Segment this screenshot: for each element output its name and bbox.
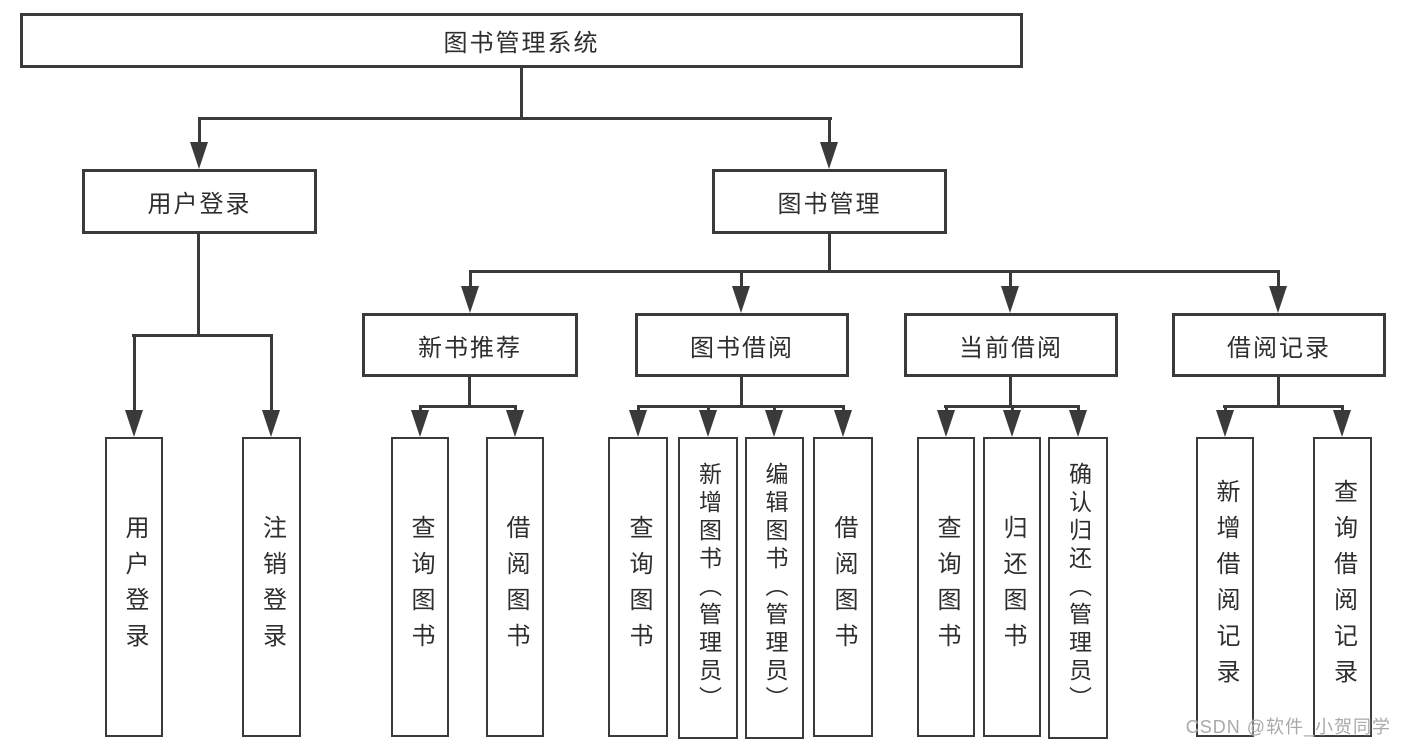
- arrowhead-down-icon: [732, 286, 750, 313]
- arrowhead-down-icon: [125, 410, 143, 437]
- connector-line: [740, 377, 743, 407]
- node-label: 图书管理: [777, 191, 882, 218]
- arrowhead-down-icon: [1216, 410, 1234, 437]
- arrowhead-down-icon: [461, 286, 479, 313]
- connector-line: [828, 117, 831, 145]
- leaf-query-books-borrowing: 查询图书: [608, 437, 668, 737]
- leaf-label: 查询图书: [933, 515, 960, 659]
- connector-line: [469, 270, 1280, 273]
- arrowhead-down-icon: [629, 410, 647, 437]
- node-label: 图书借阅: [690, 334, 794, 362]
- leaf-return-books: 归还图书: [983, 437, 1041, 737]
- connector-line: [197, 234, 200, 336]
- arrowhead-down-icon: [190, 142, 208, 169]
- connector-line: [1277, 270, 1280, 288]
- leaf-query-books-recommend: 查询图书: [391, 437, 449, 737]
- csdn-watermark: CSDN @软件_小贺同学: [1185, 717, 1391, 737]
- arrowhead-down-icon: [765, 410, 783, 437]
- leaf-borrow-books-recommend: 借阅图书: [486, 437, 544, 737]
- arrowhead-down-icon: [820, 142, 838, 169]
- leaf-label: 确认归还（管理员）: [1065, 462, 1092, 714]
- connector-line: [198, 117, 832, 120]
- node-label: 新书推荐: [418, 334, 522, 362]
- connector-line: [637, 405, 845, 408]
- arrowhead-down-icon: [937, 410, 955, 437]
- leaf-query-books-current: 查询图书: [917, 437, 975, 737]
- node-label: 图书管理系统: [443, 30, 600, 57]
- leaf-label: 归还图书: [999, 515, 1026, 659]
- connector-line: [270, 334, 273, 412]
- node-book-management: 图书管理: [712, 169, 947, 234]
- connector-line: [1011, 405, 1014, 413]
- arrowhead-down-icon: [411, 410, 429, 437]
- connector-line: [842, 405, 845, 413]
- leaf-label: 借阅图书: [830, 515, 857, 659]
- node-new-book-recommendation: 新书推荐: [362, 313, 578, 377]
- leaf-label: 用户登录: [121, 515, 148, 659]
- leaf-label: 查询图书: [407, 515, 434, 659]
- connector-line: [637, 405, 640, 413]
- connector-line: [1341, 405, 1344, 413]
- node-user-login: 用户登录: [82, 169, 317, 234]
- connector-line: [469, 270, 472, 288]
- arrowhead-down-icon: [1269, 286, 1287, 313]
- leaf-borrow-books: 借阅图书: [813, 437, 873, 737]
- node-current-borrowing: 当前借阅: [904, 313, 1118, 377]
- arrowhead-down-icon: [1333, 410, 1351, 437]
- connector-line: [773, 405, 776, 413]
- arrowhead-down-icon: [834, 410, 852, 437]
- connector-line: [198, 117, 201, 145]
- connector-line: [740, 270, 743, 288]
- connector-line: [514, 405, 517, 413]
- connector-line: [132, 334, 273, 337]
- leaf-query-borrow-record: 查询借阅记录: [1313, 437, 1372, 737]
- node-label: 用户登录: [147, 191, 252, 218]
- arrowhead-down-icon: [262, 410, 280, 437]
- connector-line: [1009, 377, 1012, 407]
- leaf-label: 新增图书（管理员）: [695, 462, 722, 714]
- leaf-edit-book-admin: 编辑图书（管理员）: [745, 437, 804, 739]
- connector-line: [945, 405, 948, 413]
- leaf-label: 借阅图书: [502, 515, 529, 659]
- connector-line: [520, 68, 523, 118]
- connector-line: [468, 377, 471, 407]
- connector-line: [1224, 405, 1227, 413]
- leaf-label: 查询图书: [625, 515, 652, 659]
- leaf-add-book-admin: 新增图书（管理员）: [678, 437, 738, 739]
- connector-line: [1009, 270, 1012, 288]
- leaf-user-login: 用户登录: [105, 437, 163, 737]
- node-label: 当前借阅: [959, 334, 1063, 362]
- arrowhead-down-icon: [1001, 286, 1019, 313]
- node-root-library-system: 图书管理系统: [20, 13, 1023, 68]
- connector-line: [828, 234, 831, 272]
- arrowhead-down-icon: [699, 410, 717, 437]
- connector-line: [707, 405, 710, 413]
- node-book-borrowing: 图书借阅: [635, 313, 849, 377]
- arrowhead-down-icon: [1003, 410, 1021, 437]
- arrowhead-down-icon: [506, 410, 524, 437]
- leaf-label: 查询借阅记录: [1329, 479, 1357, 695]
- leaf-add-borrow-record: 新增借阅记录: [1196, 437, 1254, 737]
- leaf-label: 新增借阅记录: [1212, 479, 1239, 695]
- connector-line: [1277, 377, 1280, 407]
- connector-line: [1223, 405, 1344, 408]
- leaf-confirm-return-admin: 确认归还（管理员）: [1048, 437, 1108, 739]
- leaf-logout: 注销登录: [242, 437, 301, 737]
- node-label: 借阅记录: [1227, 334, 1331, 362]
- connector-line: [133, 334, 136, 412]
- leaf-label: 编辑图书（管理员）: [762, 462, 788, 714]
- node-borrowing-records: 借阅记录: [1172, 313, 1386, 377]
- leaf-label: 注销登录: [258, 515, 286, 659]
- connector-line: [419, 405, 422, 413]
- connector-line: [1077, 405, 1080, 413]
- connector-line: [419, 405, 517, 408]
- arrowhead-down-icon: [1069, 410, 1087, 437]
